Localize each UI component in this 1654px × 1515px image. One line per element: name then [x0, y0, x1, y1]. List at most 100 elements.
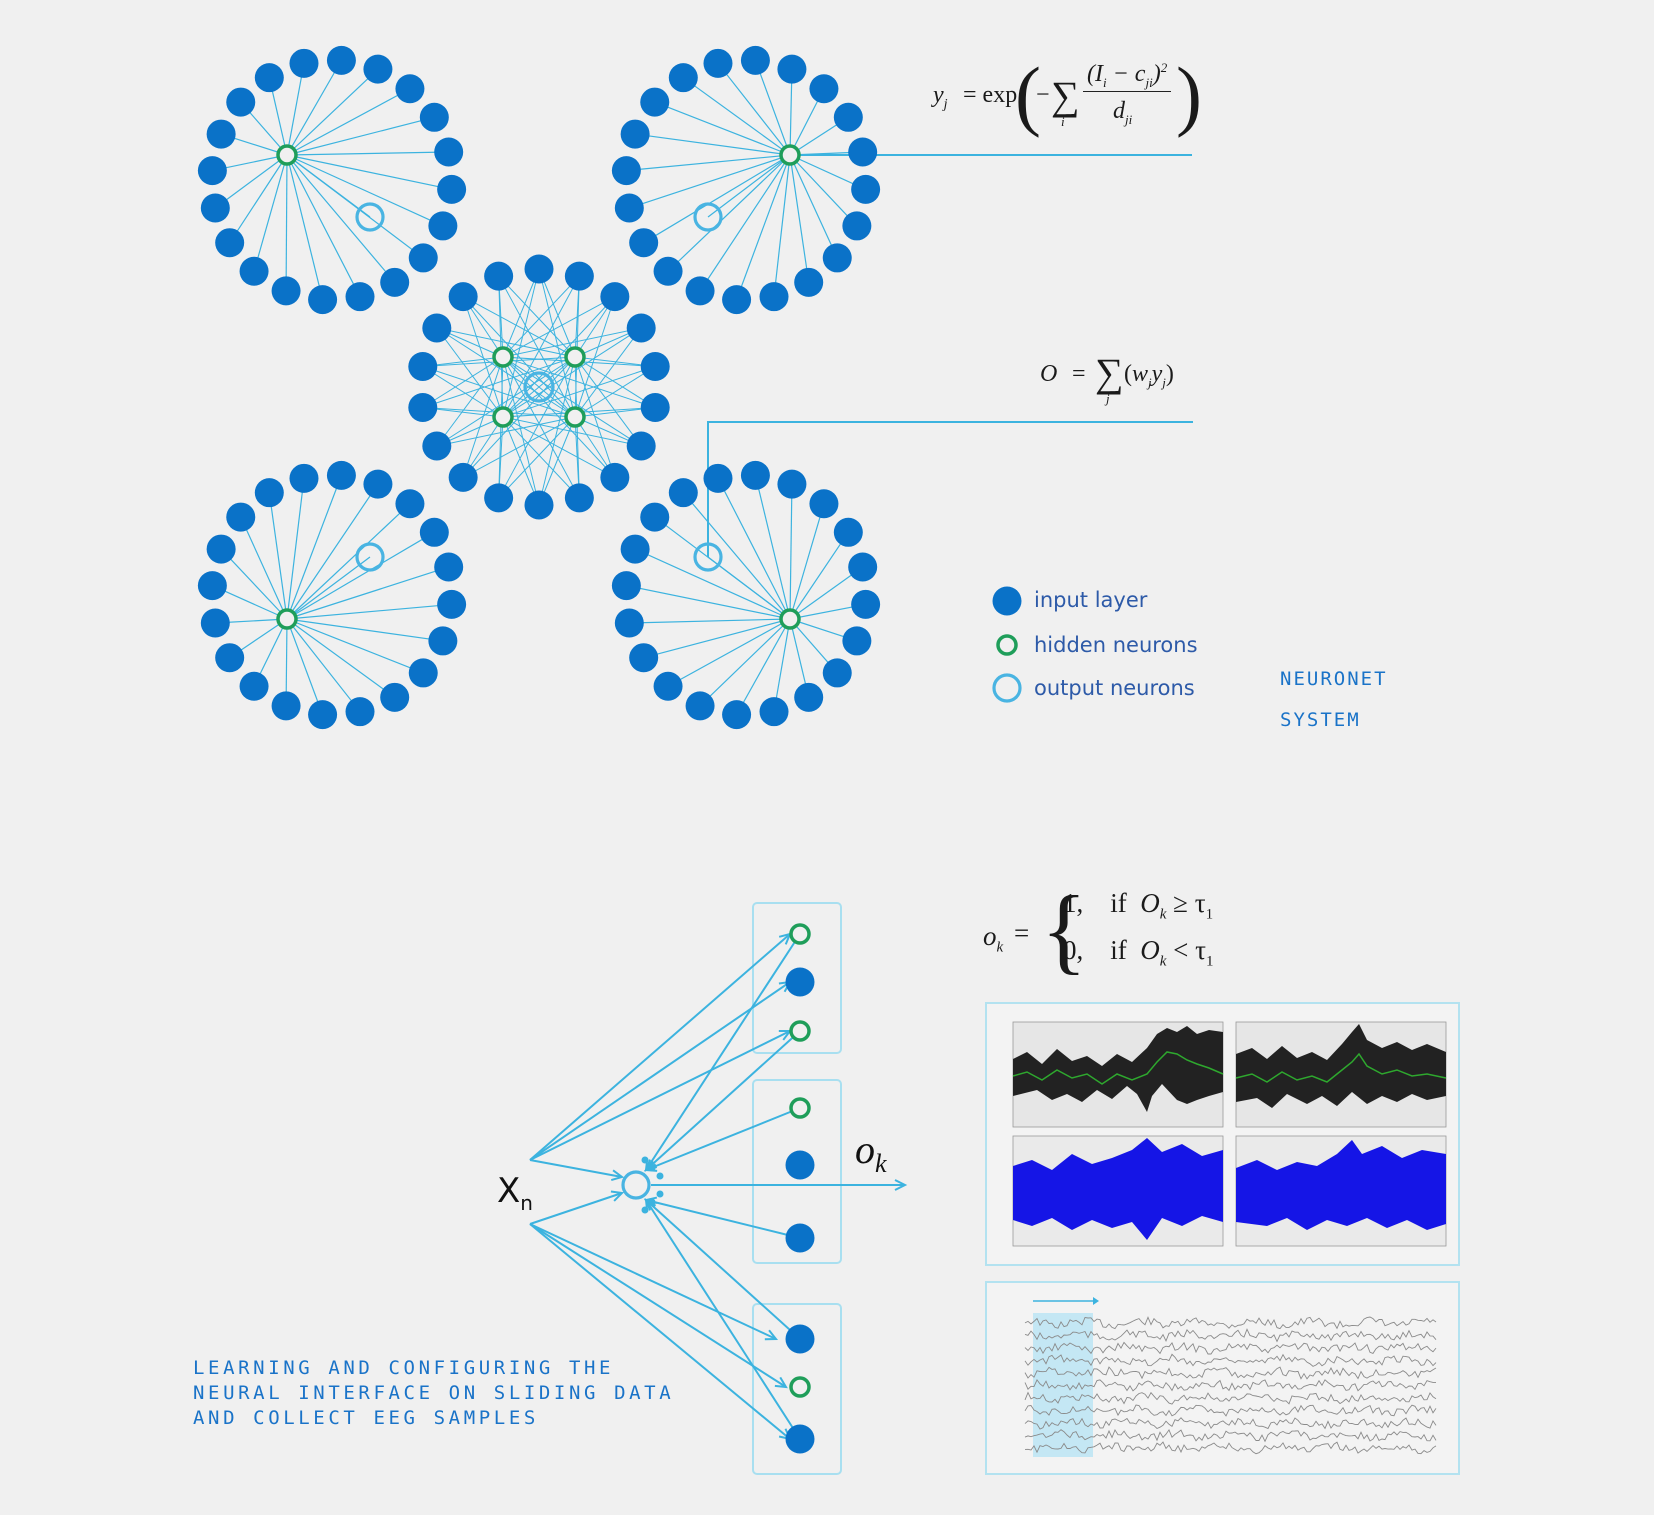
group-to-hub-arrow	[645, 1199, 801, 1239]
cluster-center-input-node	[564, 483, 594, 513]
cluster-bottom-left-input-node	[271, 691, 301, 721]
cluster-bottom-left-input-node	[308, 700, 338, 730]
cluster-bottom-left-edge	[286, 566, 449, 620]
cluster-bottom-left-input-node	[395, 489, 425, 519]
input-to-group-3-arrow-head	[774, 1376, 788, 1389]
hub-output-arrow-head	[894, 1179, 908, 1191]
cluster-bottom-left-edge	[286, 556, 371, 620]
cluster-top-right-input-node	[842, 211, 872, 241]
neuron-group-1	[752, 902, 842, 1054]
hub-port-dot	[656, 1172, 664, 1180]
eeg-plot-bottom-right	[1235, 1135, 1447, 1247]
input-to-group-1-arrow	[529, 981, 791, 1161]
cluster-center-edge	[502, 366, 656, 418]
cluster-top-right-edge	[717, 62, 791, 156]
eeg-trace	[1024, 1379, 1436, 1392]
cluster-center-edge	[462, 296, 576, 358]
cluster-top-left-input-node	[408, 243, 438, 273]
cluster-center-input-node	[524, 254, 554, 284]
group-to-hub-arrow	[645, 1199, 801, 1340]
cluster-center-input-node	[484, 483, 514, 513]
cluster-bottom-left-hidden-node	[276, 608, 298, 630]
cluster-center-edge	[574, 356, 656, 408]
cluster-center-edge	[502, 416, 616, 478]
cluster-top-left-output-node	[355, 202, 385, 232]
cluster-center-input-node	[626, 313, 656, 343]
cluster-center-edge	[462, 296, 576, 418]
cluster-top-left-edge	[286, 88, 411, 156]
sum-formula-connector	[707, 421, 1193, 557]
cluster-center-edge	[436, 356, 576, 447]
eeg-trace	[1024, 1404, 1437, 1417]
neuron-group-2-input-node	[785, 1223, 815, 1253]
cluster-top-right-input-node	[759, 282, 789, 312]
cluster-center-input-node	[640, 352, 670, 382]
cluster-bottom-right-output-node	[693, 542, 723, 572]
cluster-top-left-edge	[285, 154, 288, 291]
cluster-center-input-node	[422, 431, 452, 461]
legend-hidden-marker	[996, 634, 1018, 656]
output-label: ok	[855, 1127, 887, 1178]
cluster-bottom-right-input-node	[842, 626, 872, 656]
cluster-top-left-edge	[286, 154, 324, 300]
cluster-bottom-left-edge	[286, 503, 411, 620]
cluster-top-right-edge	[626, 154, 791, 172]
cluster-bottom-left-edge	[286, 475, 342, 620]
cluster-center-edge	[436, 356, 504, 447]
cluster-top-right-input-node	[822, 243, 852, 273]
cluster-top-left-input-node	[271, 276, 301, 306]
cluster-bottom-right-input-node	[722, 700, 752, 730]
legend-input-label: input layer	[1034, 588, 1148, 612]
cluster-bottom-left-input-node	[197, 571, 227, 601]
input-to-group-1-arrow	[529, 933, 791, 1161]
input-to-group-3-arrow	[529, 1223, 777, 1340]
cluster-center-edge	[538, 416, 576, 506]
cluster-bottom-right-input-node	[629, 643, 659, 673]
cluster-bottom-right-input-node	[759, 697, 789, 727]
hub-port-dot	[641, 1156, 649, 1164]
cluster-top-left-edge	[286, 151, 449, 156]
neuron-group-3	[752, 1303, 842, 1475]
brand-line-2: SYSTEM	[1280, 709, 1361, 731]
cluster-top-right-edge	[789, 154, 810, 283]
eeg-trace	[1024, 1428, 1437, 1443]
cluster-center-input-node	[640, 392, 670, 422]
cluster-bottom-right-edge	[643, 618, 791, 659]
caption-line-1: LEARNING AND CONFIGURING THE	[193, 1357, 615, 1379]
cluster-bottom-left-input-node	[239, 671, 269, 701]
cluster-center-edge	[574, 327, 642, 418]
cluster-top-left-input-node	[434, 137, 464, 167]
cluster-center-edge	[502, 268, 540, 418]
cluster-center-edge	[502, 275, 580, 358]
cluster-center-input-node	[484, 261, 514, 291]
cluster-bottom-right-input-node	[620, 534, 650, 564]
cluster-center-hidden-node	[564, 406, 586, 428]
input-to-group-3-arrow-head	[764, 1329, 779, 1341]
cluster-top-right-input-node	[833, 102, 863, 132]
cluster-bottom-left-input-node	[289, 463, 319, 493]
cluster-bottom-right-edge	[626, 584, 791, 620]
cluster-top-right-edge	[699, 154, 791, 292]
cluster-center-edge	[436, 327, 576, 418]
cluster-top-right-edge	[654, 101, 791, 156]
cluster-bottom-right-input-node	[809, 489, 839, 519]
cluster-top-left-input-node	[380, 267, 410, 297]
cluster-top-right-input-node	[611, 156, 641, 186]
input-vector-label: Xn	[497, 1171, 533, 1215]
cluster-bottom-right-edge	[699, 618, 791, 707]
neuron-group-3-input-node	[785, 1324, 815, 1354]
cluster-top-left-input-node	[326, 45, 356, 75]
cluster-center-edge	[498, 416, 576, 499]
neuron-group-2-input-node	[785, 1150, 815, 1180]
cluster-bottom-left-edge	[268, 492, 288, 620]
cluster-bottom-right-input-node	[614, 608, 644, 638]
cluster-bottom-left-input-node	[215, 643, 245, 673]
cluster-bottom-left-edge	[286, 483, 379, 620]
cluster-center-edge	[422, 366, 576, 418]
cluster-bottom-right-edge	[789, 531, 849, 620]
cluster-top-right-input-node	[668, 63, 698, 93]
cluster-top-left-hidden-node	[276, 144, 298, 166]
cluster-bottom-right-edge	[717, 478, 791, 620]
cluster-bottom-left-input-node	[254, 478, 284, 508]
